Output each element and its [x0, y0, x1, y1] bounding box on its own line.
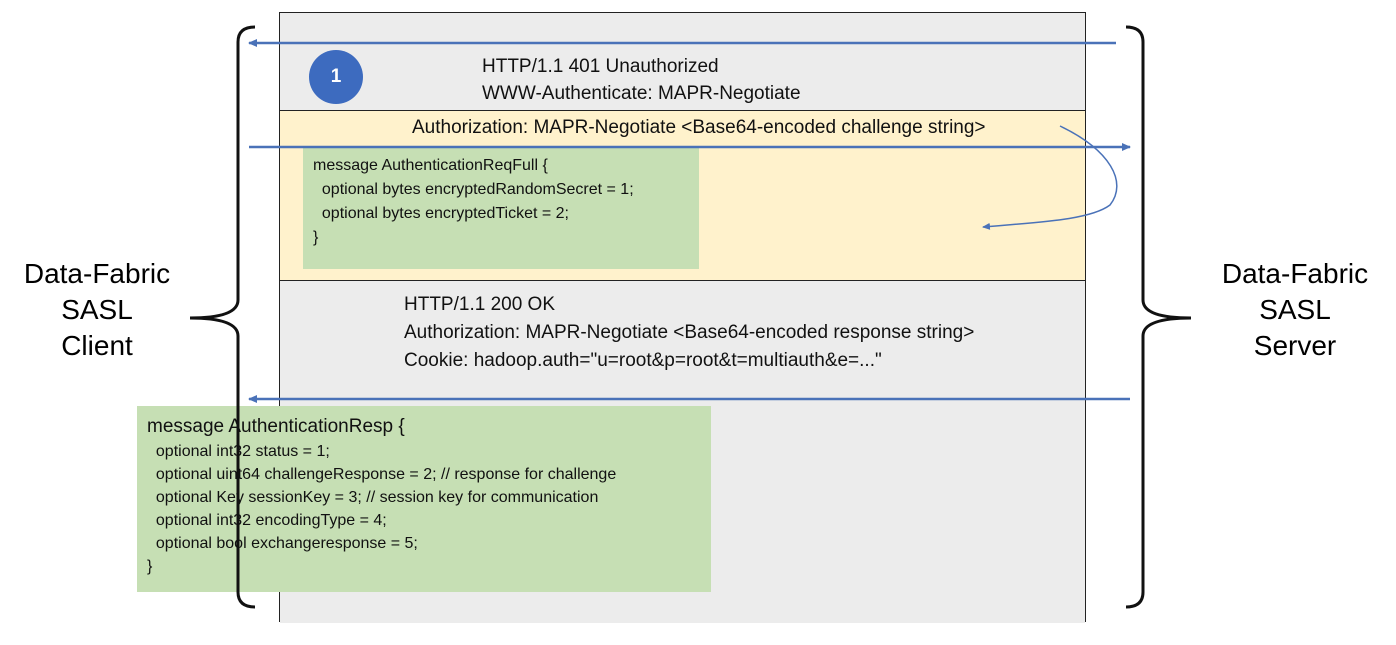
- code-line: message AuthenticationReqFull {: [313, 157, 548, 174]
- code-line: }: [147, 558, 153, 575]
- code-line: }: [313, 229, 319, 246]
- step3-auth-line: Authorization: MAPR-Negotiate <Base64-en…: [404, 322, 975, 343]
- client-label-line: Data-Fabric: [23, 258, 171, 289]
- code-line: optional bool exchangeresponse = 5;: [147, 535, 418, 552]
- server-label: Data-Fabric SASL Server: [1195, 256, 1395, 364]
- code-line: optional bytes encryptedRandomSecret = 1…: [313, 181, 634, 198]
- code-line: optional bytes encryptedTicket = 2;: [313, 205, 569, 222]
- client-label-line: SASL: [61, 294, 133, 325]
- step2-header-line: Authorization: MAPR-Negotiate <Base64-en…: [412, 117, 986, 138]
- code-line: message AuthenticationResp {: [147, 416, 405, 437]
- server-brace: [1125, 25, 1192, 609]
- client-label-line: Client: [61, 330, 133, 361]
- client-label: Data-Fabric SASL Client: [0, 256, 197, 364]
- code-line: optional uint64 challengeResponse = 2; /…: [147, 466, 617, 483]
- step1-status-line: HTTP/1.1 401 Unauthorized: [482, 56, 719, 77]
- step1-circle: 1: [309, 50, 363, 104]
- step3-cookie-line: Cookie: hadoop.auth="u=root&p=root&t=mul…: [404, 350, 882, 371]
- code-line: optional int32 encodingType = 4;: [147, 512, 387, 529]
- step1-section: [280, 13, 1085, 110]
- step2-code-box: message AuthenticationReqFull { optional…: [303, 147, 699, 269]
- server-label-line: Data-Fabric: [1221, 258, 1369, 289]
- code-line: optional int32 status = 1;: [147, 443, 330, 460]
- server-label-line: Server: [1253, 330, 1337, 361]
- code-line: optional Key sessionKey = 3; // session …: [147, 489, 599, 506]
- step1-header-line: WWW-Authenticate: MAPR-Negotiate: [482, 83, 801, 104]
- step3-code-box: message AuthenticationResp { optional in…: [137, 406, 711, 592]
- server-label-line: SASL: [1259, 294, 1331, 325]
- step3-status-line: HTTP/1.1 200 OK: [404, 294, 556, 315]
